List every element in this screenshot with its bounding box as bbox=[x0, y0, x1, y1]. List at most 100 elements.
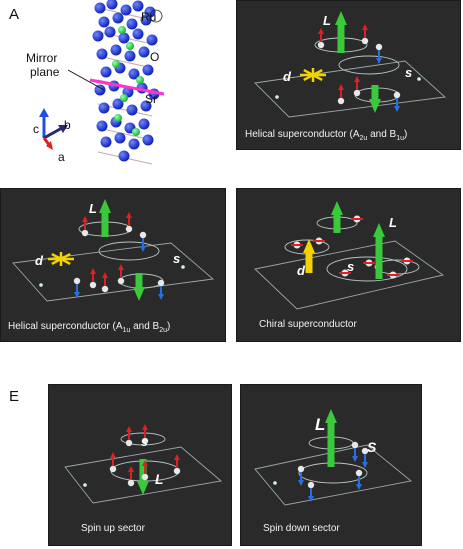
electron bbox=[101, 285, 109, 293]
oxygen-atom bbox=[94, 84, 106, 96]
label-s: S bbox=[367, 439, 377, 455]
label-s: s bbox=[405, 65, 413, 80]
electron bbox=[351, 441, 359, 449]
orbital-momentum-shaft bbox=[327, 423, 335, 467]
electron bbox=[361, 447, 369, 455]
oxygen-atom bbox=[96, 120, 108, 132]
label-s: s bbox=[173, 251, 181, 266]
orbital-momentum-down-head bbox=[133, 287, 145, 301]
electron bbox=[125, 225, 133, 233]
caption: Helical superconductor (A2u and B1u) bbox=[245, 129, 408, 142]
label-L: L bbox=[389, 215, 397, 230]
orbital-momentum-shaft bbox=[333, 215, 341, 233]
electron bbox=[297, 465, 305, 473]
spin-arrowhead bbox=[140, 246, 146, 252]
oxygen-atom bbox=[138, 46, 150, 58]
label-d: d bbox=[283, 69, 291, 84]
spin-arrowhead bbox=[354, 76, 360, 82]
floor-plane bbox=[254, 60, 447, 118]
spin-arrowhead bbox=[118, 264, 124, 270]
oxygen-atom bbox=[146, 34, 158, 46]
electron bbox=[117, 277, 125, 285]
d-orbital-momentum-shaft bbox=[305, 253, 313, 273]
label-sr: Sr bbox=[145, 92, 157, 106]
label-L: L bbox=[323, 13, 331, 28]
electron bbox=[73, 277, 81, 285]
orbit-ring bbox=[120, 432, 166, 446]
spin-arrowhead bbox=[174, 454, 180, 460]
ru-marker bbox=[149, 9, 163, 23]
spin-down-graphic bbox=[254, 409, 413, 506]
caption: Spin up sector bbox=[81, 523, 145, 534]
label-L: L bbox=[89, 201, 97, 216]
panel-d-graphic bbox=[254, 201, 445, 310]
d-wave-lobe bbox=[303, 68, 314, 77]
label-s: s bbox=[347, 259, 355, 274]
electron bbox=[141, 473, 149, 481]
oxygen-atom bbox=[126, 18, 138, 30]
orbital-momentum-head bbox=[137, 481, 149, 495]
panel-e-spin-up-scene: s L Spin up sector bbox=[48, 384, 232, 546]
spin-arrowhead bbox=[394, 106, 400, 112]
panel-b-scene: L d s Helical superconductor (A2u and B1… bbox=[236, 0, 461, 150]
oxygen-atom bbox=[118, 150, 130, 162]
panel-e-spin-down-scene: L S Spin down sector bbox=[240, 384, 422, 546]
orbital-momentum-head bbox=[325, 409, 337, 423]
label-ru: Ru bbox=[141, 10, 157, 24]
floor-plane bbox=[64, 446, 223, 504]
marker-dot bbox=[83, 483, 87, 487]
spin-arrowhead bbox=[128, 466, 134, 472]
spin-arrowhead bbox=[356, 484, 362, 490]
label-mirror: Mirror bbox=[26, 51, 58, 65]
spin-arrowhead bbox=[318, 28, 324, 34]
orbital-momentum-large-head bbox=[373, 223, 385, 237]
electron bbox=[337, 97, 345, 105]
strontium-atom bbox=[120, 94, 128, 102]
orbit-ring bbox=[326, 256, 408, 282]
label-s: s bbox=[141, 435, 148, 449]
axis-triad bbox=[39, 108, 68, 150]
orbit-ring bbox=[98, 241, 160, 261]
oxygen-atom bbox=[98, 102, 110, 114]
oxygen-atom bbox=[140, 14, 152, 26]
panel-c-graphic bbox=[12, 199, 215, 302]
scene-group bbox=[64, 424, 223, 504]
axis-label-c: c bbox=[33, 122, 39, 136]
oxygen-atom bbox=[128, 138, 140, 150]
oxygen-atom bbox=[126, 104, 138, 116]
electron bbox=[157, 279, 165, 287]
oxygen-atom bbox=[138, 118, 150, 130]
oxygen-atom bbox=[128, 68, 140, 80]
orbital-momentum-up-head bbox=[335, 11, 347, 25]
caption: Spin down sector bbox=[263, 523, 340, 534]
electron bbox=[109, 465, 117, 473]
floor-plane bbox=[254, 240, 445, 310]
electron bbox=[307, 481, 315, 489]
oxygen-atom bbox=[96, 48, 108, 60]
orbital-momentum-down-shaft bbox=[371, 85, 379, 99]
floor-plane bbox=[12, 242, 215, 302]
oxygen-atom bbox=[112, 98, 124, 110]
electron bbox=[127, 479, 135, 487]
axis-label-a: a bbox=[58, 150, 65, 164]
oxygen-atom bbox=[118, 32, 130, 44]
spin-arrowhead bbox=[126, 426, 132, 432]
panel-c-scene: L d s Helical superconductor (A1u and B2… bbox=[0, 188, 226, 342]
oxygen-atom bbox=[94, 2, 106, 14]
strontium-atom bbox=[118, 26, 126, 34]
mirror-plane bbox=[89, 78, 165, 96]
label-L: L bbox=[155, 471, 164, 487]
spin-arrowhead bbox=[142, 424, 148, 430]
strontium-atom bbox=[114, 114, 122, 122]
scene-group bbox=[12, 199, 215, 302]
electron bbox=[139, 231, 147, 239]
strontium-atom bbox=[136, 76, 144, 84]
electron bbox=[361, 37, 369, 45]
orbit-ring bbox=[338, 55, 400, 75]
marker-dot bbox=[273, 481, 277, 485]
marker-dot bbox=[417, 77, 421, 81]
label-d: d bbox=[297, 263, 305, 278]
spin-arrowhead bbox=[142, 460, 148, 466]
spin-arrowhead bbox=[362, 462, 368, 468]
spin-arrowhead bbox=[126, 212, 132, 218]
